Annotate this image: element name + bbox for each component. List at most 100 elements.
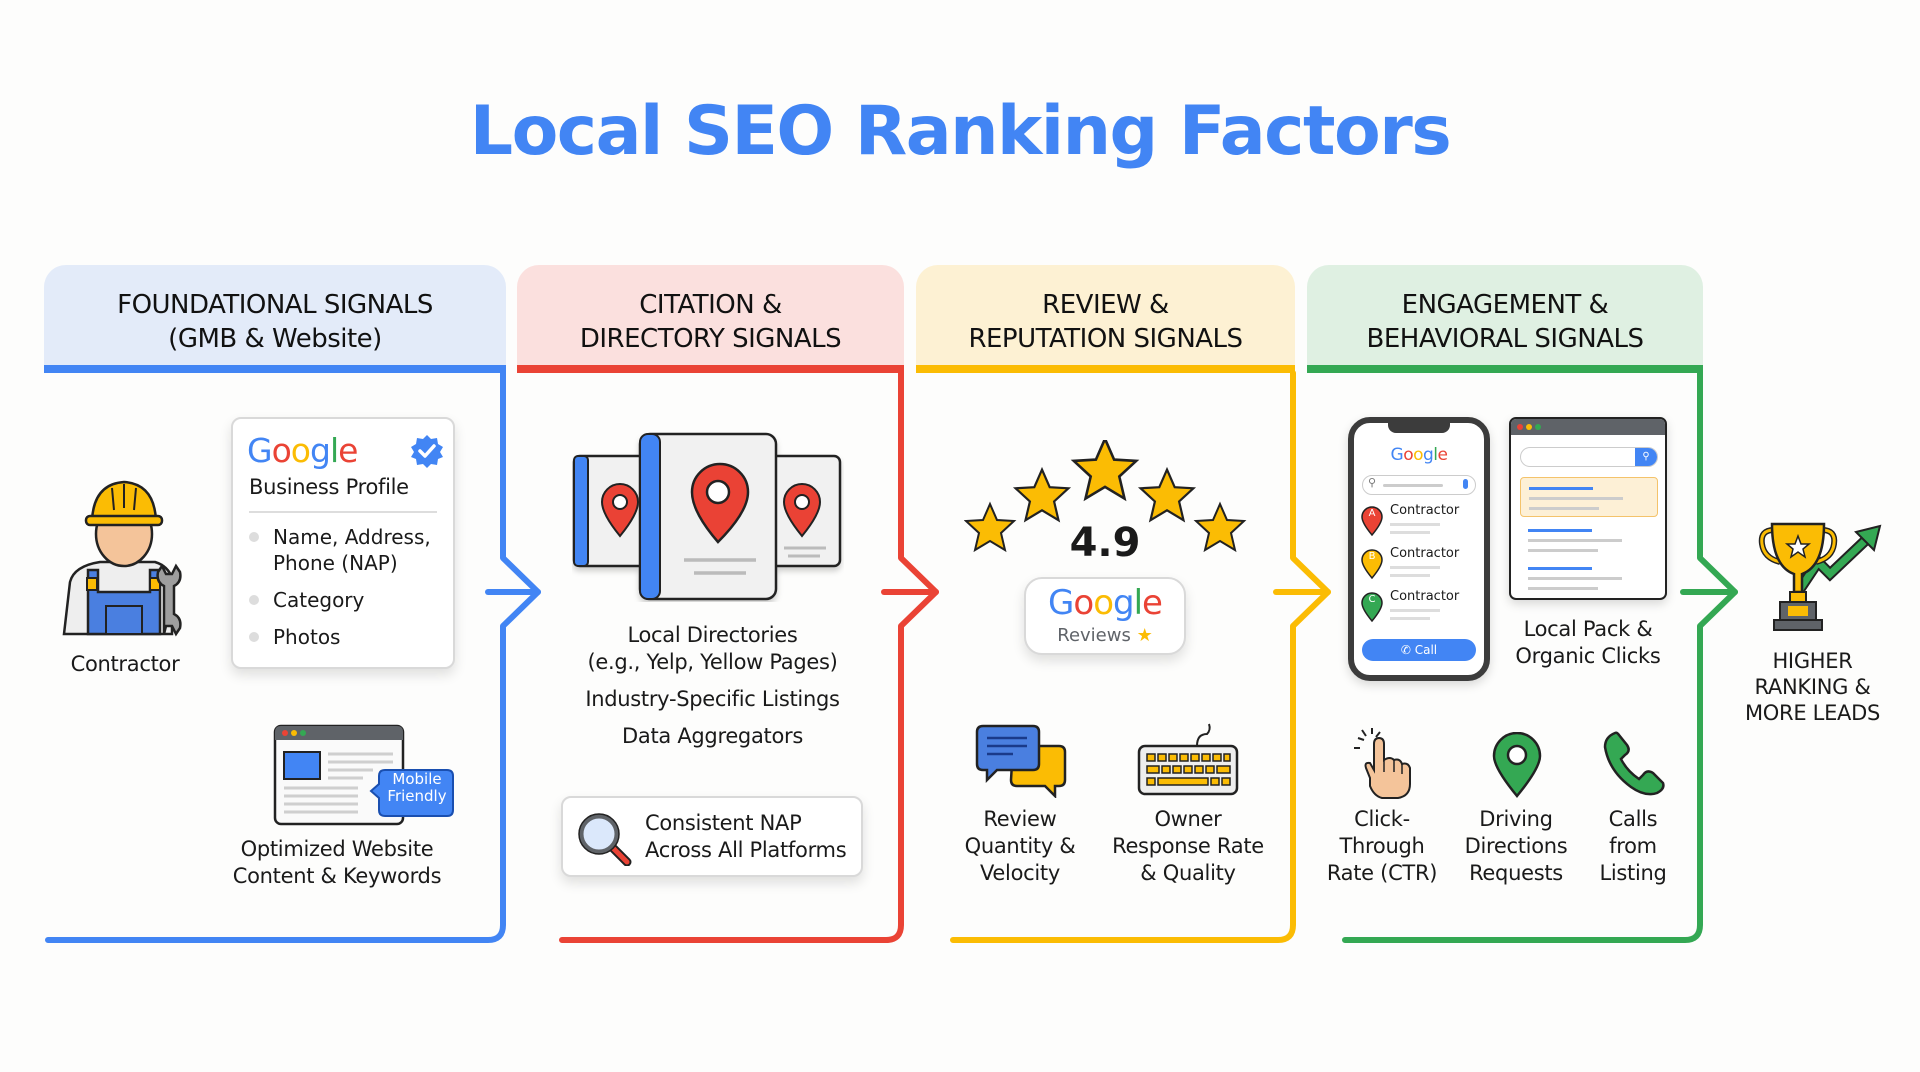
- directory-listings-graphic: [572, 432, 844, 602]
- label-line: Organic Clicks: [1515, 644, 1661, 668]
- pin-letter: A: [1368, 508, 1376, 519]
- header-review-signals: REVIEW & REPUTATION SIGNALS: [916, 265, 1295, 373]
- organic-result[interactable]: [1528, 567, 1648, 597]
- star-icon: ★: [1136, 625, 1153, 646]
- factor-line: Owner: [1154, 807, 1222, 831]
- map-pin-icon: [1492, 732, 1542, 798]
- result-line: [1529, 497, 1623, 500]
- phone-search-bar[interactable]: ⚲: [1362, 475, 1476, 495]
- contractor-label: Contractor: [70, 652, 180, 676]
- header-line: REVIEW &: [1042, 290, 1169, 320]
- header-line: CITATION &: [639, 290, 782, 320]
- header-line: REPUTATION SIGNALS: [968, 324, 1243, 354]
- label-line: Optimized Website: [240, 837, 434, 861]
- factor-line: Quantity &: [964, 834, 1076, 858]
- citation-item: Data Aggregators: [622, 724, 803, 748]
- browser-titlebar: [1511, 419, 1665, 435]
- keyboard-icon: [1137, 723, 1239, 796]
- citation-item: Industry-Specific Listings: [585, 687, 840, 711]
- maximize-dot-icon: [1535, 424, 1541, 430]
- browser-results-mockup: ⚲: [1509, 417, 1667, 600]
- microphone-icon: [1463, 479, 1468, 489]
- result-label: Contractor: [1390, 503, 1460, 518]
- factor-calls: Calls from Listing: [1583, 806, 1683, 887]
- website-label: Optimized Website Content & Keywords: [217, 836, 457, 890]
- pin-letter: B: [1368, 551, 1376, 562]
- contractor-icon: [62, 480, 182, 637]
- reviews-text: Reviews: [1057, 625, 1131, 646]
- gbp-bullet-nap: Name, Address, Phone (NAP): [249, 524, 449, 576]
- factor-line: Through: [1339, 834, 1425, 858]
- google-reviews-badge[interactable]: Google Reviews ★: [1024, 577, 1186, 655]
- search-button-icon[interactable]: ⚲: [1635, 448, 1657, 466]
- local-pack-result[interactable]: C Contractor: [1360, 589, 1480, 629]
- header-citation-signals: CITATION & DIRECTORY SIGNALS: [517, 265, 904, 373]
- close-dot-icon: [1517, 424, 1523, 430]
- local-pack-result[interactable]: B Contractor: [1360, 546, 1480, 586]
- verified-badge-icon: [411, 435, 443, 468]
- highlighted-result[interactable]: [1520, 477, 1658, 517]
- factor-ctr: Click- Through Rate (CTR): [1317, 806, 1447, 887]
- bullet-icon: [249, 532, 259, 542]
- search-placeholder-line: [1383, 484, 1443, 487]
- map-pin-a-icon: [1361, 506, 1383, 537]
- factor-line: Listing: [1599, 861, 1667, 885]
- result-line: [1529, 507, 1599, 510]
- search-icon: ⚲: [1368, 476, 1377, 489]
- bullet-icon: [249, 595, 259, 605]
- google-logo: Google: [247, 431, 358, 470]
- call-label: Call: [1414, 643, 1438, 657]
- nap-box-text: Consistent NAP Across All Platforms: [645, 810, 847, 864]
- google-business-profile-card[interactable]: Google Business Profile Name, Address, P…: [231, 417, 455, 669]
- phone-mockup: Google ⚲ A Contractor B Contractor C Con…: [1348, 417, 1490, 681]
- result-title-line: [1528, 529, 1592, 532]
- local-pack-result[interactable]: A Contractor: [1360, 503, 1480, 543]
- factor-line: Directions: [1464, 834, 1568, 858]
- result-line: [1528, 549, 1598, 552]
- factor-line: Requests: [1469, 861, 1563, 885]
- result-line: [1390, 574, 1430, 577]
- website-mockup: Mobile Friendly: [273, 724, 457, 828]
- result-line: [1528, 577, 1622, 580]
- reviews-label: Reviews ★: [1026, 625, 1184, 646]
- nap-line: Consistent NAP: [645, 811, 802, 835]
- factor-driving-directions: Driving Directions Requests: [1451, 806, 1581, 887]
- organic-result[interactable]: [1528, 529, 1648, 559]
- result-line: [1390, 566, 1440, 569]
- result-label: Contractor: [1390, 589, 1460, 604]
- label-line: Local Pack &: [1523, 617, 1653, 641]
- header-line: ENGAGEMENT &: [1401, 290, 1609, 320]
- browser-window-icon: [273, 724, 454, 826]
- page-title: Local SEO Ranking Factors: [469, 92, 1452, 171]
- call-button[interactable]: ✆ Call: [1362, 639, 1476, 661]
- factor-line: Calls: [1608, 807, 1658, 831]
- factor-line: & Quality: [1140, 861, 1236, 885]
- google-logo: Google: [1390, 445, 1448, 465]
- rating-value: 4.9: [1069, 520, 1141, 566]
- local-pack-label: Local Pack & Organic Clicks: [1498, 616, 1678, 670]
- outcome-line: MORE LEADS: [1744, 701, 1881, 725]
- outcome-label: HIGHER RANKING & MORE LEADS: [1730, 648, 1895, 726]
- bullet-text: Phone (NAP): [273, 551, 398, 575]
- header-bar-yellow: [916, 365, 1295, 373]
- bullet-icon: [249, 632, 259, 642]
- result-label: Contractor: [1390, 546, 1460, 561]
- bullet-text: Photos: [273, 625, 341, 649]
- minimize-dot-icon: [1526, 424, 1532, 430]
- phone-notch: [1388, 421, 1450, 433]
- header-bar-blue: [44, 365, 506, 373]
- factor-line: Review: [983, 807, 1057, 831]
- trophy-growth-icon: [1758, 522, 1882, 631]
- header-bar-green: [1307, 365, 1703, 373]
- consistent-nap-box[interactable]: Consistent NAP Across All Platforms: [561, 796, 863, 877]
- outcome-line: HIGHER: [1772, 649, 1853, 673]
- result-line: [1390, 523, 1440, 526]
- browser-search-bar[interactable]: ⚲: [1520, 447, 1658, 467]
- result-line: [1390, 617, 1430, 620]
- divider: [249, 511, 437, 513]
- factor-owner-response: Owner Response Rate & Quality: [1103, 806, 1273, 887]
- factor-line: from: [1609, 834, 1657, 858]
- google-logo: Google: [1048, 583, 1163, 623]
- factor-line: Response Rate: [1112, 834, 1264, 858]
